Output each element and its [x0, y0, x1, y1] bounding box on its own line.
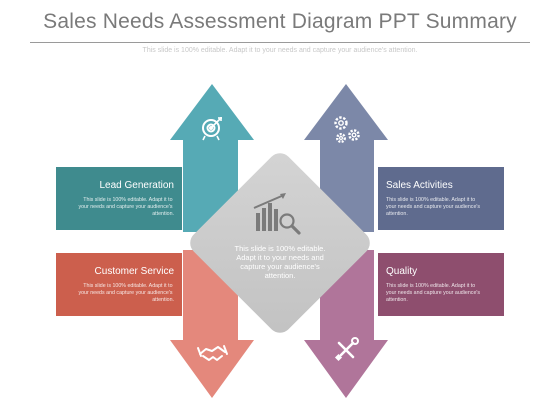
title-divider	[30, 42, 530, 43]
handshake-icon	[197, 345, 228, 361]
lead-generation-title: Lead Generation	[99, 180, 174, 191]
sales-activities-band	[378, 167, 504, 230]
slide-subtitle: This slide is 100% editable. Adapt it to…	[142, 47, 418, 54]
lead-generation-arrow	[170, 84, 254, 232]
quality-band	[378, 253, 504, 316]
slide-title: Sales Needs Assessment Diagram PPT Summa…	[43, 10, 517, 33]
customer-service-band	[56, 253, 182, 316]
lead-generation-band	[56, 167, 182, 230]
tools-icon	[334, 337, 359, 362]
quality-body: This slide is 100% editable. Adapt it to…	[386, 283, 482, 303]
growth-chart-magnifier-icon	[253, 193, 301, 235]
target-icon	[202, 117, 222, 141]
sales-activities-body: This slide is 100% editable. Adapt it to…	[386, 197, 482, 217]
gears-icon	[334, 116, 360, 143]
lead-generation-body: This slide is 100% editable. Adapt it to…	[78, 197, 174, 217]
quality-title: Quality	[386, 266, 417, 277]
customer-service-title: Customer Service	[95, 266, 175, 277]
sales-activities-title: Sales Activities	[386, 180, 453, 191]
customer-service-body: This slide is 100% editable. Adapt it to…	[78, 283, 174, 303]
center-description: This slide is 100% editable. Adapt it to…	[234, 244, 326, 280]
center-diamond	[190, 153, 370, 333]
